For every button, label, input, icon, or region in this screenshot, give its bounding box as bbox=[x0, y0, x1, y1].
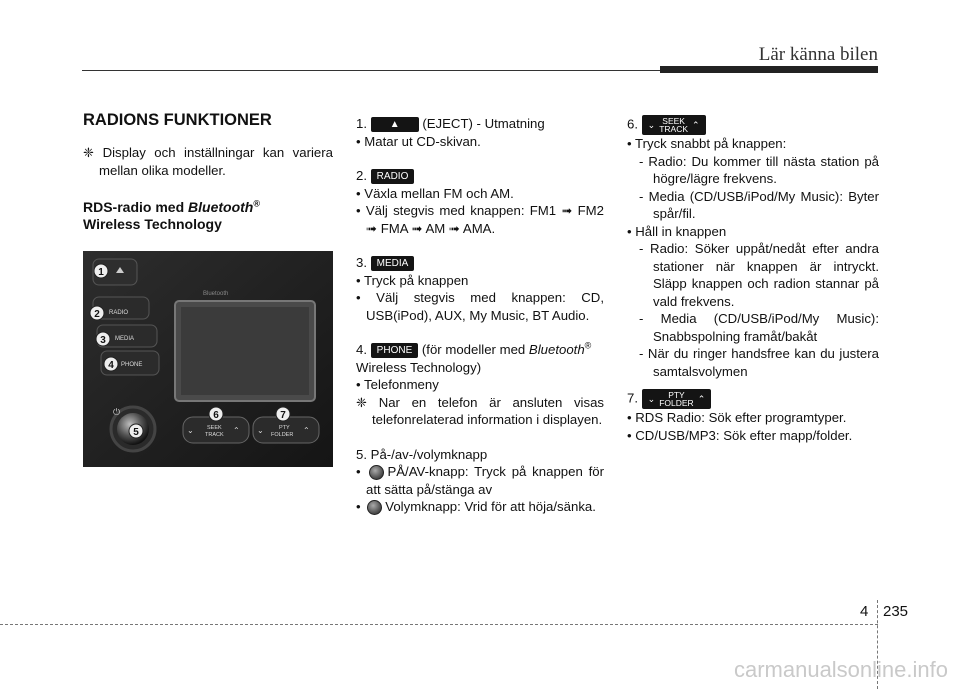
item-4-bullet: • Telefonmeny bbox=[356, 377, 439, 392]
media-label: MEDIA bbox=[115, 336, 134, 342]
svg-text:⌄: ⌄ bbox=[187, 426, 194, 435]
seek-text: SEEK bbox=[662, 115, 685, 126]
phone-button-icon: PHONE bbox=[370, 343, 419, 359]
chapter-number: 4 bbox=[860, 603, 869, 620]
item-7-number: 7. bbox=[627, 390, 638, 406]
radio-button-icon: RADIO bbox=[370, 169, 415, 185]
item-3-bullet-2: • Välj stegvis med knappen: CD, USB(iPod… bbox=[356, 290, 604, 323]
item-6-sub-3: - Radio: Söker uppåt/nedåt efter andra s… bbox=[639, 241, 879, 309]
item-3-number: 3. bbox=[356, 255, 367, 270]
pty-text: PTY bbox=[668, 389, 685, 400]
footer-divider bbox=[877, 600, 878, 689]
head-unit-photo: ⏻ Bluetooth RADIO MEDIA PHONE SEEK TRACK… bbox=[83, 251, 333, 467]
item-4-brand: Bluetooth bbox=[528, 342, 585, 357]
badge-1: 1 bbox=[98, 267, 104, 278]
chevron-down-icon: ⌄ bbox=[647, 393, 656, 404]
item-5-bullet-2: • Volymknapp: Vrid för att höja/sänka. bbox=[356, 499, 596, 516]
item-2-number: 2. bbox=[356, 168, 367, 183]
item-4-note: ❈ Nar en telefon är ansluten visas telef… bbox=[356, 394, 604, 429]
badge-2: 2 bbox=[94, 309, 100, 320]
badge-7: 7 bbox=[280, 410, 286, 421]
item-1-number: 1. bbox=[356, 116, 367, 131]
item-4-number: 4. bbox=[356, 342, 367, 357]
knob-icon bbox=[369, 465, 385, 481]
sub-heading-prefix: RDS-radio med bbox=[83, 199, 189, 215]
item-5-bullet-2-text: Volymknapp: Vrid för att höja/sänka. bbox=[385, 499, 596, 514]
svg-text:⌃: ⌃ bbox=[233, 426, 240, 435]
chevron-up-icon: ⌃ bbox=[692, 119, 700, 130]
knob-icon bbox=[367, 500, 383, 516]
seek-label: SEEK bbox=[207, 425, 222, 431]
note-text: Display och inställningar kan variera me… bbox=[99, 145, 333, 178]
note-symbol: ❈ bbox=[356, 394, 368, 410]
registered-mark: ® bbox=[253, 198, 260, 209]
media-button-icon: MEDIA bbox=[370, 256, 415, 272]
folder-label: FOLDER bbox=[271, 432, 293, 438]
item-5-bullet-1: • PÅ/AV-knapp: Tryck på knappen för att … bbox=[356, 464, 604, 497]
svg-text:⏻: ⏻ bbox=[113, 407, 120, 418]
sub-heading-line2: Wireless Technology bbox=[83, 216, 222, 232]
item-7-bullet-1: • RDS Radio: Sök efter programtyper. bbox=[627, 410, 847, 425]
pty-label: PTY bbox=[279, 425, 290, 431]
item-6-sub-2: - Media (CD/USB/iPod/My Music): Byter sp… bbox=[639, 188, 879, 222]
item-7-bullet-2: • CD/USB/MP3: Sök efter mapp/folder. bbox=[627, 427, 853, 443]
svg-text:⌄: ⌄ bbox=[257, 426, 264, 435]
page-number: 235 bbox=[883, 603, 909, 620]
badge-4: 4 bbox=[108, 360, 114, 371]
chevron-up-icon: ⌃ bbox=[697, 393, 706, 404]
item-2-bullet-1: • Växla mellan FM och AM. bbox=[356, 185, 514, 201]
item-2-bullet-2: • Välj stegvis med knappen: FM1 ➟ FM2 ➟ … bbox=[356, 203, 604, 236]
item-3-bullet-1: • Tryck på knappen bbox=[356, 272, 469, 288]
item-6-number: 6. bbox=[627, 116, 638, 132]
footer-rule bbox=[0, 624, 878, 625]
eject-button-icon: ▲ bbox=[370, 117, 419, 133]
chevron-down-icon: ⌄ bbox=[647, 119, 656, 130]
badge-3: 3 bbox=[100, 335, 106, 346]
sub-heading: RDS-radio med Bluetooth® Wireless Techno… bbox=[83, 199, 333, 233]
track-label: TRACK bbox=[205, 432, 224, 438]
item-3: 3. MEDIA bbox=[356, 254, 604, 272]
item-6-sub-1: - Radio: Du kommer till nästa station på… bbox=[639, 153, 879, 187]
item-4-note-text: Nar en telefon är ansluten visas telefon… bbox=[372, 394, 604, 428]
section-title: Lär känna bilen bbox=[758, 44, 878, 65]
note-symbol: ❈ bbox=[83, 145, 95, 160]
header-rule bbox=[82, 70, 660, 71]
phone-label: PHONE bbox=[121, 362, 142, 368]
page-heading: RADIONS FUNKTIONER bbox=[83, 111, 272, 129]
badge-5: 5 bbox=[133, 427, 139, 438]
item-6-bullet-1: • Tryck snabbt på knappen: bbox=[627, 136, 787, 151]
item-5-title: 5. På-/av-/volymknapp bbox=[356, 446, 488, 462]
svg-text:⌃: ⌃ bbox=[303, 426, 310, 435]
watermark: carmanualsonline.info bbox=[733, 657, 948, 682]
item-6-sub-4: - Media (CD/USB/iPod/My Music): Snabbspo… bbox=[639, 311, 879, 344]
item-4: 4. PHONE (för modeller med Bluetooth® bbox=[356, 341, 604, 359]
item-1-bullet: • Matar ut CD-skivan. bbox=[356, 133, 481, 149]
head-unit-illustration: ⏻ Bluetooth RADIO MEDIA PHONE SEEK TRACK… bbox=[83, 251, 333, 467]
item-1-text: (EJECT) - Utmatning bbox=[422, 116, 545, 131]
item-2: 2. RADIO bbox=[356, 167, 604, 185]
radio-label: RADIO bbox=[109, 310, 128, 316]
item-1: 1. ▲ (EJECT) - Utmatning bbox=[356, 115, 604, 133]
bluetooth-label: Bluetooth bbox=[203, 291, 228, 297]
item-4-line2: Wireless Technology) bbox=[356, 359, 482, 375]
item-6-sub-5: - När du ringer handsfree kan du justera… bbox=[639, 346, 879, 379]
column-2: 1. ▲ (EJECT) - Utmatning • Matar ut CD-s… bbox=[356, 115, 604, 516]
item-5-bullet-1-text: PÅ/AV-knapp: Tryck på knappen för att sä… bbox=[366, 464, 604, 497]
folder-text: FOLDER bbox=[659, 398, 694, 408]
item-4-text-prefix: (för modeller med bbox=[421, 342, 529, 357]
model-note: ❈ Display och inställningar kan variera … bbox=[83, 144, 333, 179]
badge-6: 6 bbox=[213, 410, 219, 421]
header-rule-bold bbox=[660, 66, 878, 73]
item-6-bullet-2: • Håll in knappen bbox=[627, 223, 727, 239]
column-1: RADIONS FUNKTIONER ❈ Display och inställ… bbox=[83, 110, 333, 233]
track-text: TRACK bbox=[659, 124, 689, 134]
item-4-registered-mark: ® bbox=[584, 340, 592, 351]
sub-heading-brand: Bluetooth bbox=[188, 199, 254, 215]
